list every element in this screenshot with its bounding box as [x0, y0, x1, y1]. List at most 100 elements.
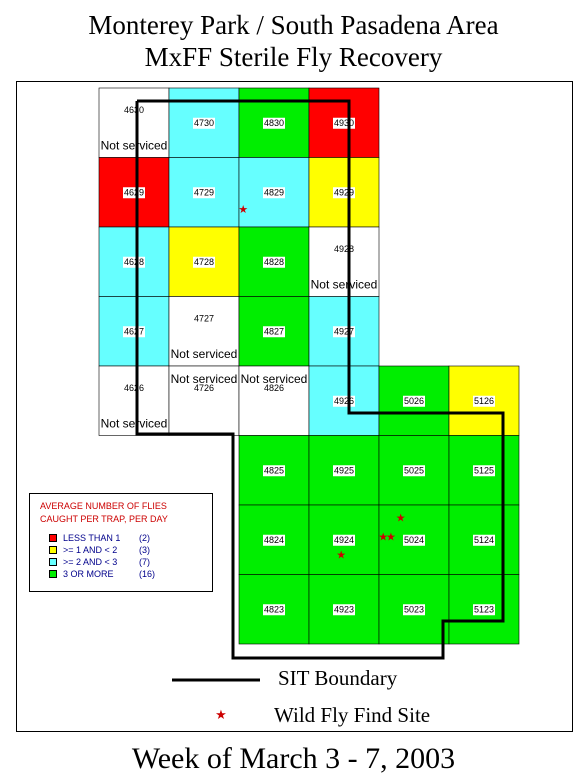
wild-fly-find-star-icon: ★: [238, 203, 248, 216]
cell-label-4827: 4827: [264, 326, 284, 336]
cell-label-4929: 4929: [334, 187, 354, 197]
cell-label-bg: [263, 534, 285, 546]
cell-label-bg: [333, 604, 355, 616]
legend-swatch-red: [49, 534, 57, 542]
cell-label-5126: 5126: [474, 396, 494, 406]
cell-label-4627: 4627: [124, 326, 144, 336]
cell-label-bg: [193, 187, 215, 199]
cell-label-5024: 5024: [404, 535, 424, 545]
cell-label-bg: [263, 465, 285, 477]
cell-label-bg: [473, 395, 495, 407]
legend-label: >= 1 AND < 2: [63, 545, 118, 555]
cell-label-4927: 4927: [334, 326, 354, 336]
wild-fly-finds: ★★★★★: [238, 203, 406, 561]
cell-label-4825: 4825: [264, 465, 284, 475]
cell-label-bg: [193, 256, 215, 268]
cell-label-4924: 4924: [334, 535, 354, 545]
cell-label-4925: 4925: [334, 465, 354, 475]
cell-label-bg: [263, 256, 285, 268]
wild-fly-find-star-icon: ★: [378, 530, 388, 543]
cell-label-bg: [263, 187, 285, 199]
cell-label-bg: [333, 395, 355, 407]
cell-label-5026: 5026: [404, 396, 424, 406]
cell-label-bg: [403, 534, 425, 546]
cell-label-bg: [263, 117, 285, 129]
wild-fly-find-star-icon: ★: [386, 530, 396, 543]
legend-count: (16): [139, 569, 156, 579]
grid-cell-4928: [308, 226, 380, 297]
cell-label-4829: 4829: [264, 187, 284, 197]
grid-cell-4626: [98, 365, 170, 436]
cell-label-bg: [333, 534, 355, 546]
grid-cell-4726: [168, 365, 240, 436]
sit-boundary-key-label: SIT Boundary: [278, 666, 398, 690]
wild-fly-find-key-label: Wild Fly Find Site: [274, 703, 431, 727]
cell-label-4729: 4729: [194, 187, 214, 197]
cell-label-4826: 4826: [264, 383, 284, 393]
cell-label-4728: 4728: [194, 257, 214, 267]
not-serviced-label-4626: Not serviced: [101, 417, 168, 431]
legend-label: LESS THAN 1: [63, 533, 121, 543]
legend: AVERAGE NUMBER OF FLIES CAUGHT PER TRAP,…: [29, 493, 213, 592]
cell-label-4727: 4727: [194, 313, 214, 323]
cell-label-4830: 4830: [264, 118, 284, 128]
cell-label-5123: 5123: [474, 604, 494, 614]
cell-label-5125: 5125: [474, 465, 494, 475]
cell-label-bg: [333, 465, 355, 477]
legend-swatch-yellow: [49, 546, 57, 554]
not-serviced-label-4826: Not serviced: [241, 372, 308, 386]
wild-fly-find-star-icon: ★: [336, 548, 346, 561]
cell-label-4928: 4928: [334, 244, 354, 254]
cell-label-bg: [473, 604, 495, 616]
cell-label-bg: [473, 534, 495, 546]
wild-fly-find-key-icon: ★: [215, 708, 227, 723]
cell-label-4823: 4823: [264, 604, 284, 614]
not-serviced-label-4726: Not serviced: [171, 372, 238, 386]
cell-label-bg: [473, 465, 495, 477]
cell-label-5025: 5025: [404, 465, 424, 475]
legend-count: (3): [139, 545, 150, 555]
map-title-line-1: Monterey Park / South Pasadena Area: [88, 10, 499, 40]
cell-label-bg: [193, 117, 215, 129]
legend-label: >= 2 AND < 3: [63, 557, 118, 567]
legend-title-line-2: CAUGHT PER TRAP, PER DAY: [40, 514, 168, 524]
cell-label-4926: 4926: [334, 396, 354, 406]
cell-label-4629: 4629: [124, 187, 144, 197]
week-footer: Week of March 3 - 7, 2003: [131, 742, 456, 775]
wild-fly-find-star-icon: ★: [396, 512, 406, 525]
map-frame: [16, 81, 573, 732]
cell-label-bg: [333, 117, 355, 129]
cell-label-bg: [403, 604, 425, 616]
not-serviced-label-4727: Not serviced: [171, 347, 238, 361]
cell-label-bg: [123, 187, 145, 199]
cell-label-bg: [403, 465, 425, 477]
cell-label-bg: [123, 256, 145, 268]
not-serviced-label-4630: Not serviced: [101, 139, 168, 153]
cell-label-4730: 4730: [194, 118, 214, 128]
cell-label-5023: 5023: [404, 604, 424, 614]
cell-label-4824: 4824: [264, 535, 284, 545]
not-serviced-label-4928: Not serviced: [311, 278, 378, 292]
cell-label-4628: 4628: [124, 257, 144, 267]
legend-count: (7): [139, 557, 150, 567]
cell-label-bg: [263, 604, 285, 616]
cell-label-4626: 4626: [124, 383, 144, 393]
legend-swatch-green: [49, 570, 57, 578]
cell-label-4726: 4726: [194, 383, 214, 393]
legend-count: (2): [139, 533, 150, 543]
cell-label-4828: 4828: [264, 257, 284, 267]
cell-label-4923: 4923: [334, 604, 354, 614]
grid-cell-4826: [238, 365, 310, 436]
map-title-line-2: MxFF Sterile Fly Recovery: [144, 42, 443, 72]
grid-cells: [98, 87, 520, 645]
legend-title-line-1: AVERAGE NUMBER OF FLIES: [40, 501, 167, 511]
cell-label-bg: [333, 326, 355, 338]
cell-label-4930: 4930: [334, 118, 354, 128]
legend-label: 3 OR MORE: [63, 569, 114, 579]
cell-label-bg: [333, 187, 355, 199]
legend-swatch-cyan: [49, 558, 57, 566]
cell-label-bg: [123, 326, 145, 338]
cell-label-bg: [403, 395, 425, 407]
